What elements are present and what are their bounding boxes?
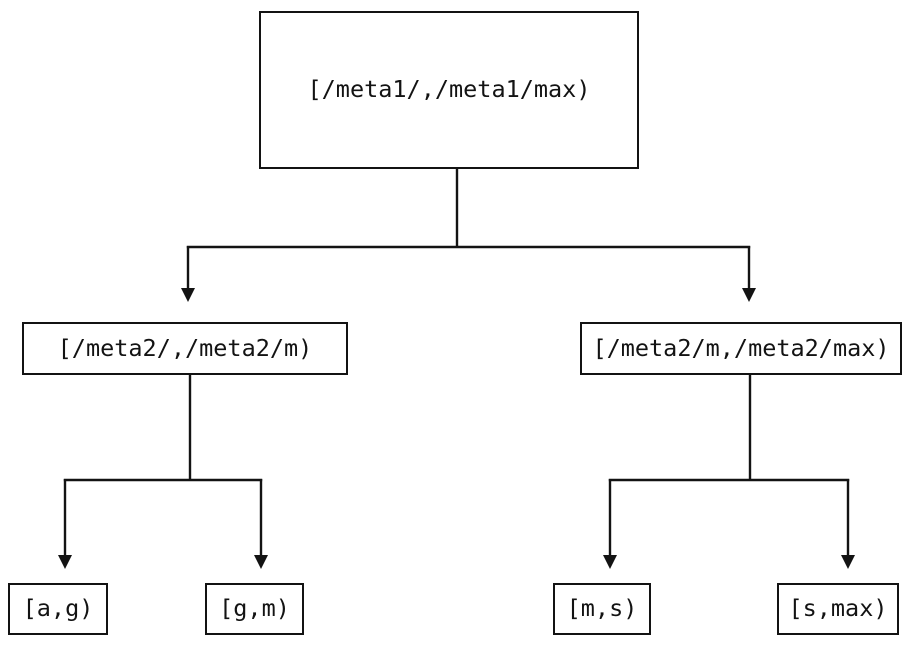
tree-node-leaf-g-m-label: [g,m) bbox=[219, 594, 290, 623]
tree-node-leaf-m-s-label: [m,s) bbox=[566, 594, 638, 623]
tree-node-internal-left[interactable]: [/meta2/,/meta2/m) bbox=[22, 322, 348, 375]
tree-node-leaf-m-s[interactable]: [m,s) bbox=[553, 583, 651, 635]
tree-node-internal-left-label: [/meta2/,/meta2/m) bbox=[57, 333, 313, 362]
tree-node-leaf-s-max-label: [s,max) bbox=[788, 594, 888, 623]
tree-node-root[interactable]: [/meta1/,/meta1/max) bbox=[259, 11, 639, 169]
arrowhead-down bbox=[603, 555, 617, 569]
arrowhead-down bbox=[58, 555, 72, 569]
arrowhead-down bbox=[841, 555, 855, 569]
tree-node-root-label: [/meta1/,/meta1/max) bbox=[307, 75, 591, 104]
tree-node-leaf-g-m[interactable]: [g,m) bbox=[205, 583, 304, 635]
tree-node-internal-right-label: [/meta2/m,/meta2/max) bbox=[592, 333, 890, 362]
edge-internal-left-to-children bbox=[58, 375, 268, 569]
tree-node-leaf-s-max[interactable]: [s,max) bbox=[777, 583, 899, 635]
arrowhead-down bbox=[181, 288, 195, 302]
arrowhead-down bbox=[254, 555, 268, 569]
edge-internal-right-to-children bbox=[603, 375, 855, 569]
tree-node-internal-right[interactable]: [/meta2/m,/meta2/max) bbox=[580, 322, 902, 375]
tree-node-leaf-a-g-label: [a,g) bbox=[22, 594, 94, 623]
edge-root-to-children bbox=[181, 169, 756, 302]
tree-node-leaf-a-g[interactable]: [a,g) bbox=[8, 583, 108, 635]
arrowhead-down bbox=[742, 288, 756, 302]
